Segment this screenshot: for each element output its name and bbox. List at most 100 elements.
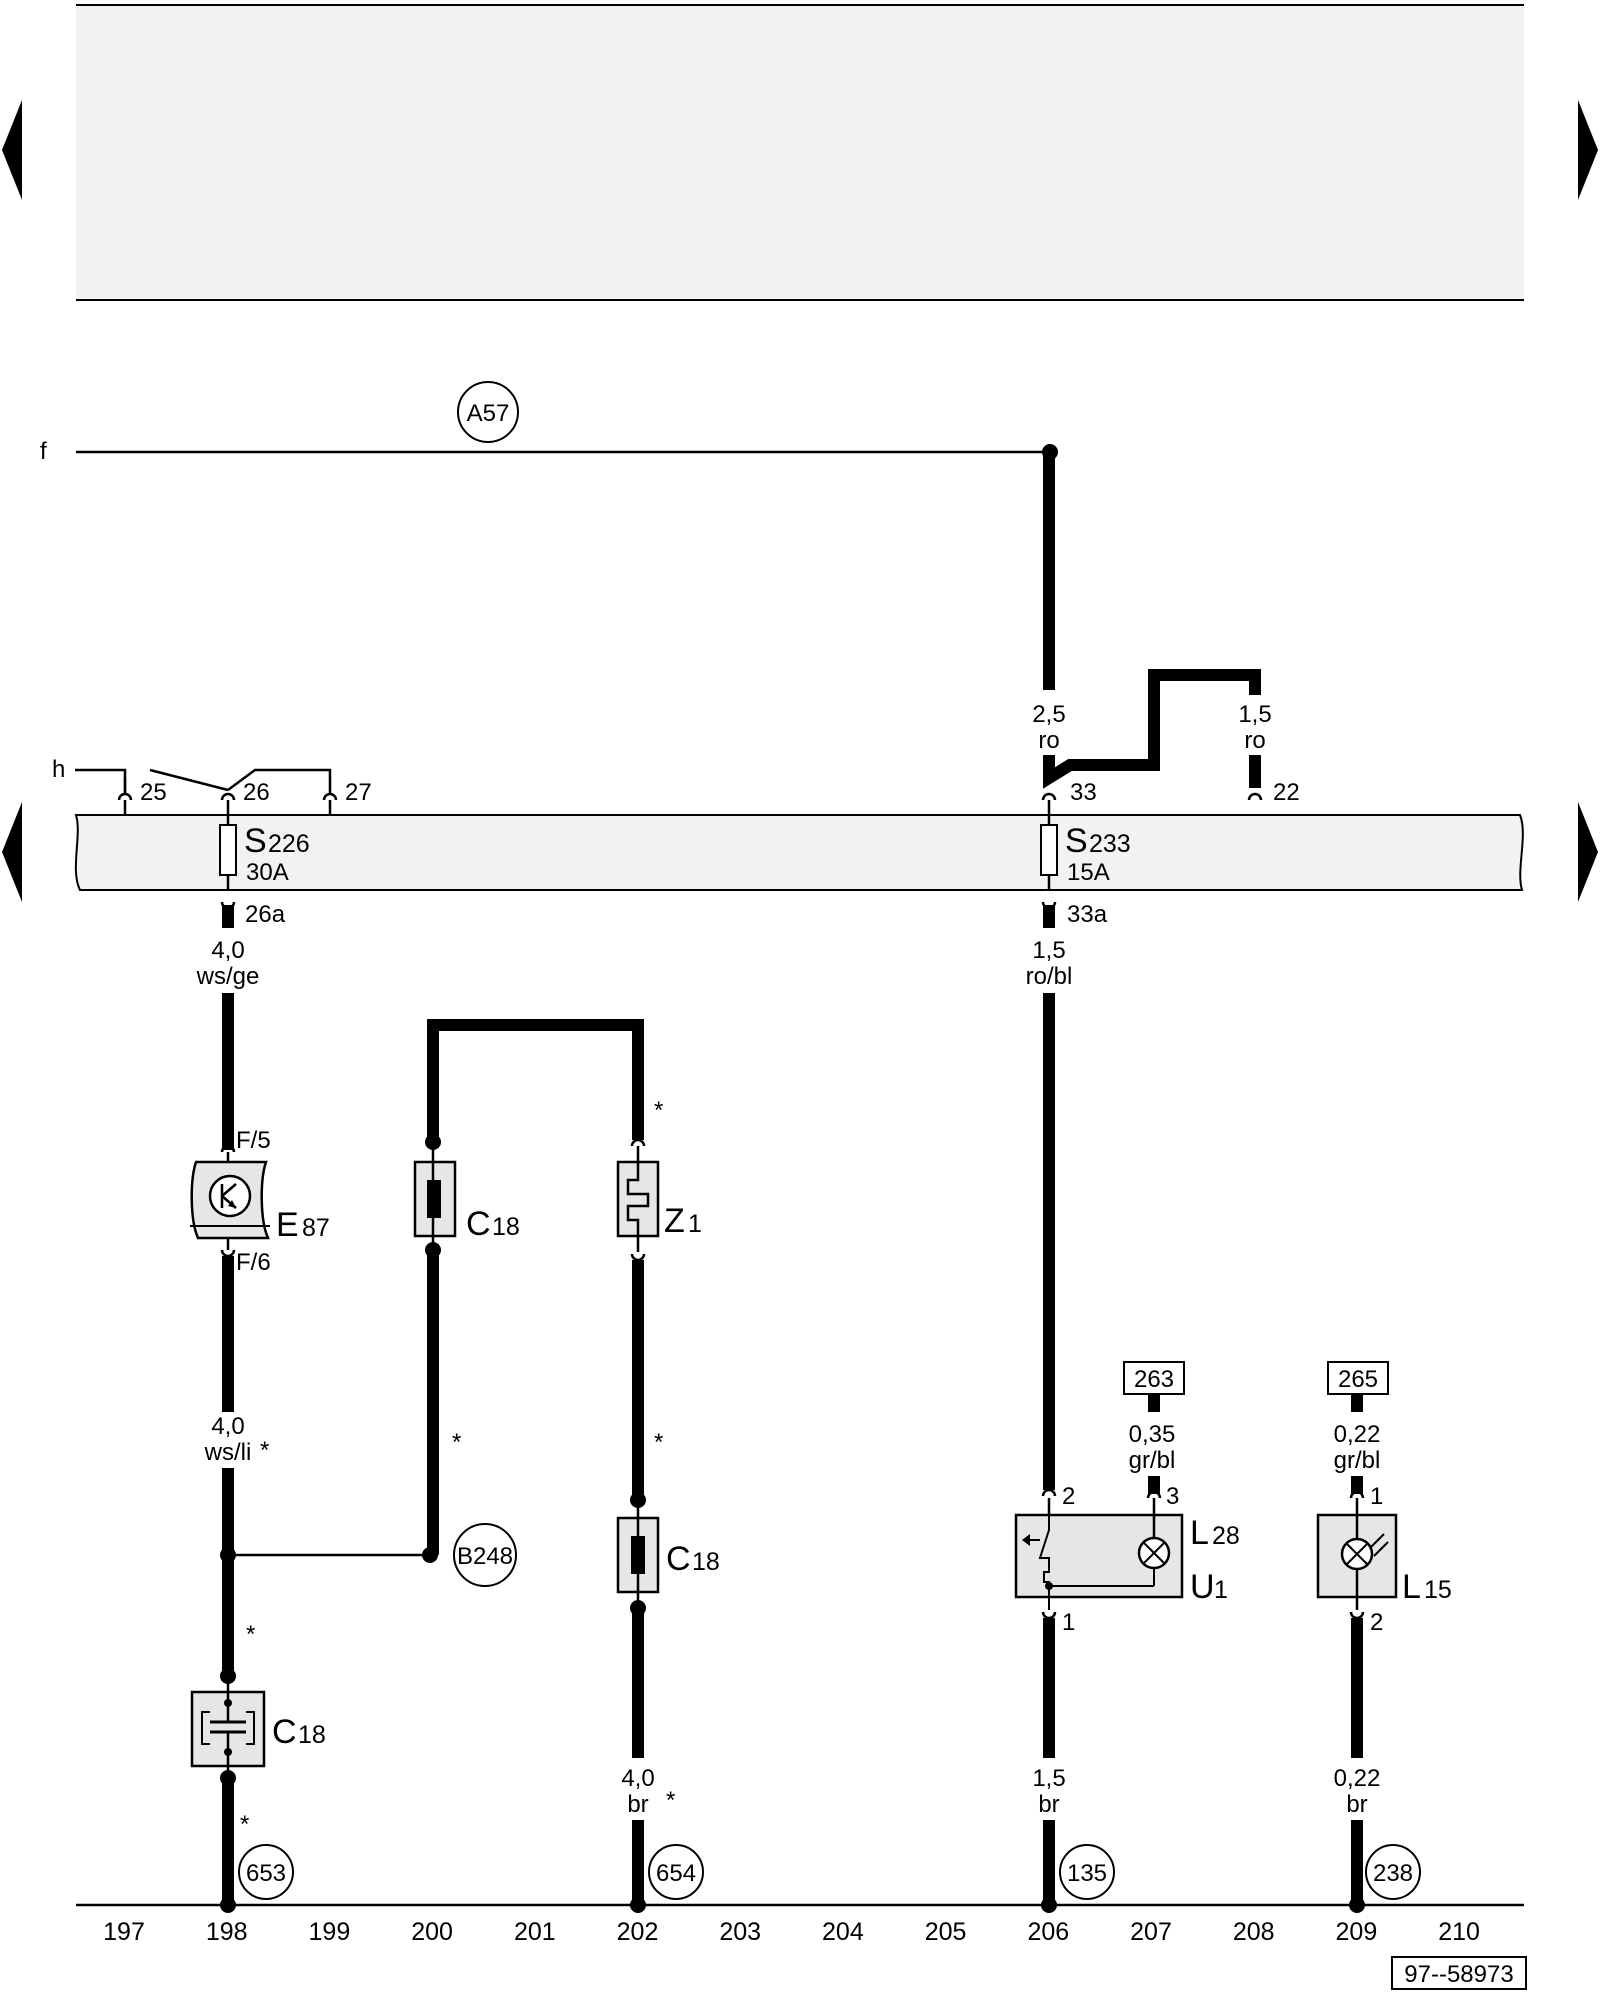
terminal-22: 22	[1273, 779, 1300, 806]
fuse-s233: S 233 15A	[1040, 800, 1131, 890]
column-number-203: 203	[719, 1918, 761, 1946]
wire-u1-color: br	[1038, 1791, 1059, 1818]
wire-l15-in-color: gr/bl	[1334, 1447, 1381, 1474]
asterisk-e87: *	[260, 1437, 269, 1464]
e87-sub: 87	[302, 1214, 330, 1242]
column-number-202: 202	[617, 1918, 659, 1946]
u1-sub: 1	[1214, 1576, 1228, 1604]
wire-33-size: 2,5	[1032, 701, 1065, 728]
wire-l15-out-color: br	[1346, 1791, 1367, 1818]
page-next-arrow-mid[interactable]	[1578, 802, 1598, 902]
column-number-197: 197	[103, 1918, 145, 1946]
c18-lower-left: C 18	[190, 1676, 326, 1777]
c18-lower-left-sub: 18	[298, 1721, 326, 1749]
l15-component: L 15	[1316, 1498, 1452, 1610]
ground-238-label: 238	[1373, 1860, 1413, 1887]
wire-l15-out-size: 0,22	[1334, 1765, 1381, 1792]
l15-pin-bottom: 2	[1370, 1609, 1383, 1636]
c18-lower-left-letter: C	[272, 1713, 297, 1751]
ground-653-label: 653	[246, 1860, 286, 1887]
fuse-s233-letter: S	[1065, 822, 1088, 860]
asterisk-198-mid: *	[246, 1621, 255, 1648]
ground-238	[1365, 1844, 1421, 1900]
z1-letter: Z	[664, 1202, 685, 1240]
e87-letter: E	[276, 1206, 299, 1244]
reference-263	[1123, 1361, 1185, 1395]
wire-33-color: ro	[1038, 727, 1059, 754]
c18-middle-sub: 18	[692, 1548, 720, 1576]
wire-e87-size: 4,0	[211, 1413, 244, 1440]
wire-l28-color: gr/bl	[1129, 1447, 1176, 1474]
ground-135-label: 135	[1067, 1860, 1107, 1887]
wire-z1-size: 4,0	[621, 1765, 654, 1792]
ground-654	[648, 1844, 704, 1900]
terminal-27: 27	[345, 779, 372, 806]
wires-top-feed: 2,5 ro 1,5 ro	[1032, 452, 1272, 789]
fuse-rail	[74, 814, 1524, 891]
h-bracket: h	[52, 756, 332, 795]
wire-33a-size: 1,5	[1032, 937, 1065, 964]
reference-265	[1327, 1361, 1389, 1395]
l28-pin-left: 2	[1062, 1483, 1075, 1510]
wire-26a-size: 4,0	[211, 937, 244, 964]
terminal-25: 25	[140, 779, 167, 806]
wire-33a-color: ro/bl	[1026, 963, 1073, 990]
branch-209: 265 0,22 gr/bl 1 L 15 2 0,22 br 238	[1316, 1361, 1452, 1913]
wire-26a-color: ws/ge	[196, 963, 260, 990]
l15-pin-top: 1	[1370, 1483, 1383, 1510]
l28-pin-bottom: 1	[1062, 1609, 1075, 1636]
wire-22-size: 1,5	[1238, 701, 1271, 728]
fuse-terminals-bottom: 26a 33a	[220, 901, 1108, 928]
c18-upper: C 18	[413, 1142, 520, 1250]
page-next-arrow-top[interactable]	[1578, 100, 1598, 200]
h-label: h	[52, 756, 65, 783]
wire-u1-size: 1,5	[1032, 1765, 1065, 1792]
branch-198: 4,0 ws/ge F/5 E 87 F/6 4,0 ws/li * *	[190, 905, 438, 1913]
fuse-s226: S 226 30A	[219, 815, 310, 890]
ground-654-label: 654	[656, 1860, 696, 1887]
l28-u1-component: L 28 U 1	[1014, 1498, 1240, 1610]
signal-f-label: f	[40, 438, 47, 465]
column-number-199: 199	[309, 1918, 351, 1946]
wire-22-color: ro	[1244, 727, 1265, 754]
column-number-209: 209	[1336, 1918, 1378, 1946]
top-panel	[76, 4, 1524, 301]
column-number-207: 207	[1130, 1918, 1172, 1946]
ground-135	[1059, 1844, 1115, 1900]
l15-letter: L	[1402, 1568, 1421, 1606]
ground-653	[238, 1844, 294, 1900]
column-number-210: 210	[1438, 1918, 1480, 1946]
wire-e87-color: ws/li	[204, 1439, 252, 1466]
page-prev-arrow-mid[interactable]	[2, 802, 22, 902]
connector-a57	[457, 381, 519, 443]
terminal-33a: 33a	[1067, 901, 1108, 928]
terminal-33: 33	[1070, 779, 1097, 806]
l28-pin-right: 3	[1166, 1483, 1179, 1510]
asterisk-198-low: *	[240, 1811, 249, 1838]
page-prev-arrow-top[interactable]	[2, 100, 22, 200]
signal-f-line: f A57	[40, 381, 1058, 465]
z1-component: Z 1	[616, 1146, 702, 1252]
reference-265-label: 265	[1338, 1366, 1378, 1393]
asterisk-202-low: *	[666, 1787, 675, 1814]
asterisk-200: *	[452, 1429, 461, 1456]
connector-a57-label: A57	[467, 400, 510, 427]
l28-sub: 28	[1212, 1522, 1240, 1550]
column-number-201: 201	[514, 1918, 556, 1946]
doc-id-label: 97--58973	[1404, 1961, 1513, 1988]
branch-206: 1,5 ro/bl 2 263 0,35 gr/bl 3 L 28 U	[1014, 905, 1240, 1913]
c18-middle: C 18	[616, 1500, 720, 1607]
column-number-205: 205	[925, 1918, 967, 1946]
fuse-s226-rating: 30A	[246, 859, 289, 886]
wire-l28-size: 0,35	[1129, 1421, 1176, 1448]
fuse-s233-num: 233	[1089, 830, 1131, 858]
column-number-204: 204	[822, 1918, 864, 1946]
asterisk-202-mid: *	[654, 1429, 663, 1456]
l28-letter: L	[1190, 1514, 1209, 1552]
branch-200-202: C 18 * B248 * Z 1 * C 18 4,0 br	[413, 1019, 720, 1913]
terminal-26a: 26a	[245, 901, 286, 928]
doc-id: 97--58973	[1391, 1956, 1527, 1990]
connector-b248	[453, 1523, 517, 1587]
